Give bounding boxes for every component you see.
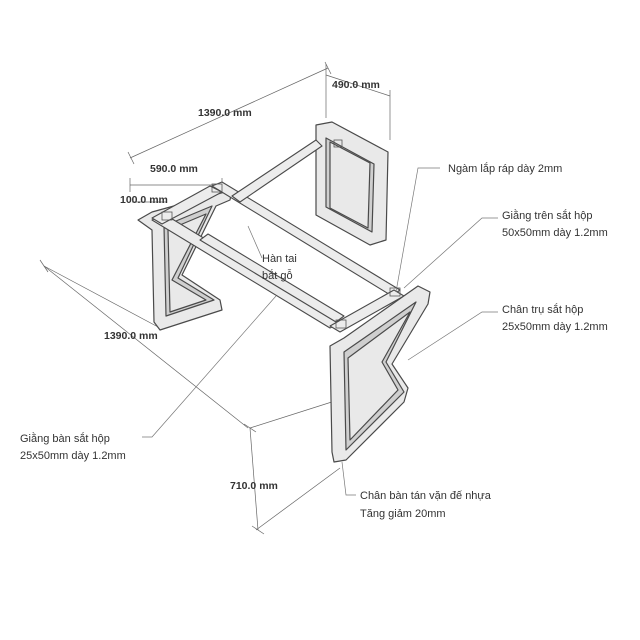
dim-inner-span: 590.0 mm (150, 163, 198, 175)
callout-top-rail-2: 50x50mm dày 1.2mm (502, 227, 608, 239)
callout-leg-2: 25x50mm dày 1.2mm (502, 321, 608, 333)
dim-offset: 100.0 mm (120, 194, 168, 206)
callout-labels: Ngàm lắp ráp dày 2mm Giằng trên sắt hộp … (20, 162, 608, 520)
callout-leg-1: Chân trụ sắt hộp (502, 303, 583, 316)
callout-weld-2: bắt gỗ (262, 269, 293, 282)
callout-weld-1: Hàn tai (262, 253, 297, 265)
callout-top-rail-1: Giằng trên sắt hộp (502, 209, 593, 222)
assembly-brackets (161, 139, 401, 329)
top-rails (151, 139, 405, 333)
callout-bracket: Ngàm lắp ráp dày 2mm (448, 162, 562, 175)
dim-side-length: 1390.0 mm (104, 330, 158, 342)
callout-foot-1: Chân bàn tán vặn đế nhựa (360, 490, 492, 502)
dim-height: 710.0 mm (230, 480, 278, 492)
callout-leaders (142, 167, 498, 496)
dimension-labels: 1390.0 mm 490.0 mm 590.0 mm 100.0 mm 139… (104, 79, 380, 492)
callout-brace-2: 25x50mm dày 1.2mm (20, 450, 126, 462)
front-leg-frame (329, 285, 431, 463)
callout-brace-1: Giằng bàn sắt hộp (20, 432, 110, 445)
dim-top-depth: 490.0 mm (332, 79, 380, 91)
dim-top-length: 1390.0 mm (198, 107, 252, 119)
back-leg-frame (315, 121, 389, 246)
dimension-lines (39, 61, 391, 535)
callout-foot-2: Tăng giảm 20mm (360, 508, 446, 520)
